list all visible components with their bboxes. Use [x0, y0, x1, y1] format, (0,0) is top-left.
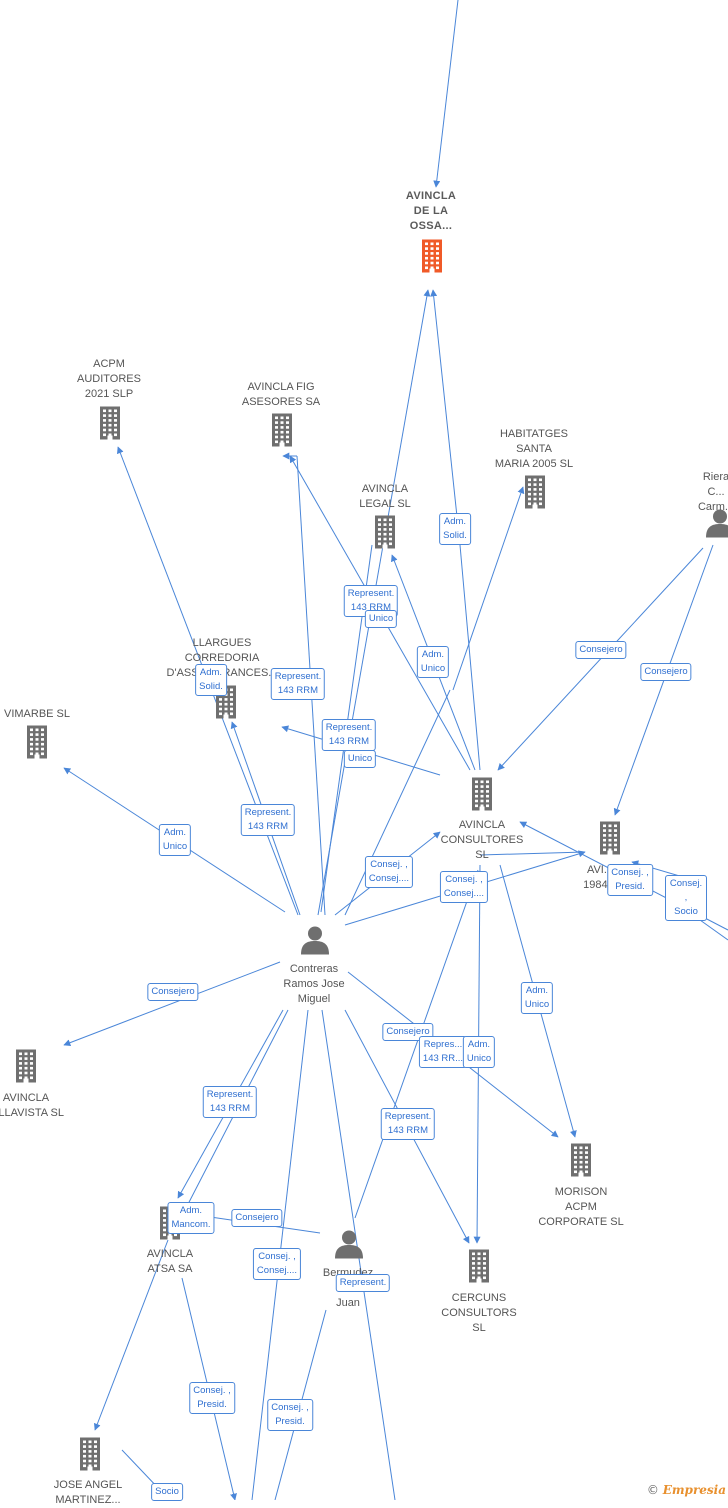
- relation-role-label[interactable]: Adm. Unico: [462, 1036, 496, 1068]
- company-building-icon[interactable]: [470, 777, 494, 816]
- relation-edge: [63, 961, 281, 1047]
- company-building-icon[interactable]: [598, 821, 622, 860]
- company-name-label[interactable]: AVINCLA VILLAVISTA SL: [0, 1092, 65, 1119]
- relation-role-label[interactable]: Consejero: [575, 641, 627, 659]
- company-name-label[interactable]: JOSE ANGEL MARTINEZ...: [53, 1479, 123, 1506]
- company-name-label[interactable]: AVINCLA CONSULTORES SL: [440, 819, 524, 861]
- relation-role-label[interactable]: Represent. 143 RRM: [270, 668, 326, 700]
- relation-edge: [497, 547, 704, 771]
- relation-role-label[interactable]: Adm. Unico: [158, 824, 192, 856]
- person-name-label[interactable]: Riera C... Carm...: [697, 471, 728, 513]
- company-name-label[interactable]: AVINCLA DE LA OSSA...: [405, 190, 457, 232]
- person-icon[interactable]: [705, 508, 728, 543]
- relation-role-label[interactable]: Consejero: [640, 663, 692, 681]
- relation-edge: [93, 1239, 169, 1431]
- relation-role-label[interactable]: Consej. , Presid.: [267, 1399, 313, 1431]
- relation-role-label[interactable]: Consej. , Socio: [665, 875, 707, 921]
- relation-edge: [479, 851, 586, 856]
- company-building-icon[interactable]: [78, 1437, 102, 1476]
- company-building-icon[interactable]: [25, 725, 49, 764]
- company-building-icon[interactable]: [270, 413, 294, 452]
- relation-edge: [344, 689, 451, 916]
- relation-role-label[interactable]: Consej. , Presid.: [607, 864, 653, 896]
- company-building-icon[interactable]: [14, 1049, 38, 1088]
- person-icon[interactable]: [300, 925, 330, 960]
- relation-edge: [430, 289, 461, 546]
- company-name-label[interactable]: CERCUNS CONSULTORS SL: [441, 1292, 517, 1334]
- relation-role-label[interactable]: Unico: [364, 610, 398, 628]
- relation-role-label[interactable]: Unico: [343, 750, 377, 768]
- company-building-icon[interactable]: [569, 1143, 593, 1182]
- relation-role-label[interactable]: Socio: [151, 1483, 183, 1501]
- company-building-icon[interactable]: [98, 406, 122, 445]
- company-name-label[interactable]: HABITATGES SANTA MARIA 2005 SL: [494, 428, 574, 470]
- company-name-label[interactable]: AVINCLA FIG ASESORES SA: [241, 381, 321, 408]
- relation-edge: [354, 869, 479, 1219]
- relation-role-label[interactable]: Consej. , Consej....: [439, 871, 489, 903]
- relation-role-label[interactable]: Consejero: [231, 1209, 283, 1227]
- company-building-icon[interactable]: [523, 475, 547, 514]
- relation-edge: [459, 544, 481, 771]
- relation-role-label[interactable]: Adm. Unico: [520, 982, 554, 1014]
- company-name-label[interactable]: ACPM AUDITORES 2021 SLP: [77, 358, 141, 400]
- relation-role-label[interactable]: Represent. 143 RRM: [321, 719, 377, 751]
- relation-role-label[interactable]: Repres... 143 RR...: [418, 1036, 468, 1068]
- relation-role-label[interactable]: Represent. 143 RRM: [380, 1108, 436, 1140]
- relation-role-label[interactable]: Consej. , Presid.: [189, 1382, 235, 1414]
- person-icon[interactable]: [334, 1229, 364, 1264]
- relation-role-label[interactable]: Represent.: [335, 1274, 391, 1292]
- relation-edge: [452, 486, 525, 691]
- relation-role-label[interactable]: Consej. , Consej....: [364, 856, 414, 888]
- company-building-icon[interactable]: [467, 1249, 491, 1288]
- relation-role-label[interactable]: Adm. Solid.: [195, 664, 227, 696]
- relation-role-label[interactable]: Consej. , Consej....: [252, 1248, 302, 1280]
- relation-edge: [433, 0, 459, 188]
- person-name-label[interactable]: Contreras Ramos Jose Miguel: [283, 963, 345, 1005]
- relation-role-label[interactable]: Consejero: [147, 983, 199, 1001]
- company-name-label[interactable]: MORISON ACPM CORPORATE SL: [538, 1186, 624, 1228]
- company-name-label[interactable]: AVINCLA ATSA SA: [146, 1248, 194, 1275]
- company-name-label[interactable]: VIMARBE SL: [3, 708, 71, 720]
- relation-role-label[interactable]: Represent. 143 RRM: [240, 804, 296, 836]
- relation-role-label[interactable]: Adm. Unico: [416, 646, 450, 678]
- relation-role-label[interactable]: Adm. Mancom.: [167, 1202, 215, 1234]
- relation-edge: [699, 919, 728, 941]
- company-building-icon[interactable]: [373, 515, 397, 554]
- focus-company-building-icon[interactable]: [420, 239, 444, 278]
- relation-role-label[interactable]: Adm. Solid.: [439, 513, 471, 545]
- relation-role-label[interactable]: Represent. 143 RRM: [202, 1086, 258, 1118]
- empresia-watermark: © Empresia: [646, 1483, 726, 1497]
- company-name-label[interactable]: AVINCLA LEGAL SL: [359, 483, 411, 510]
